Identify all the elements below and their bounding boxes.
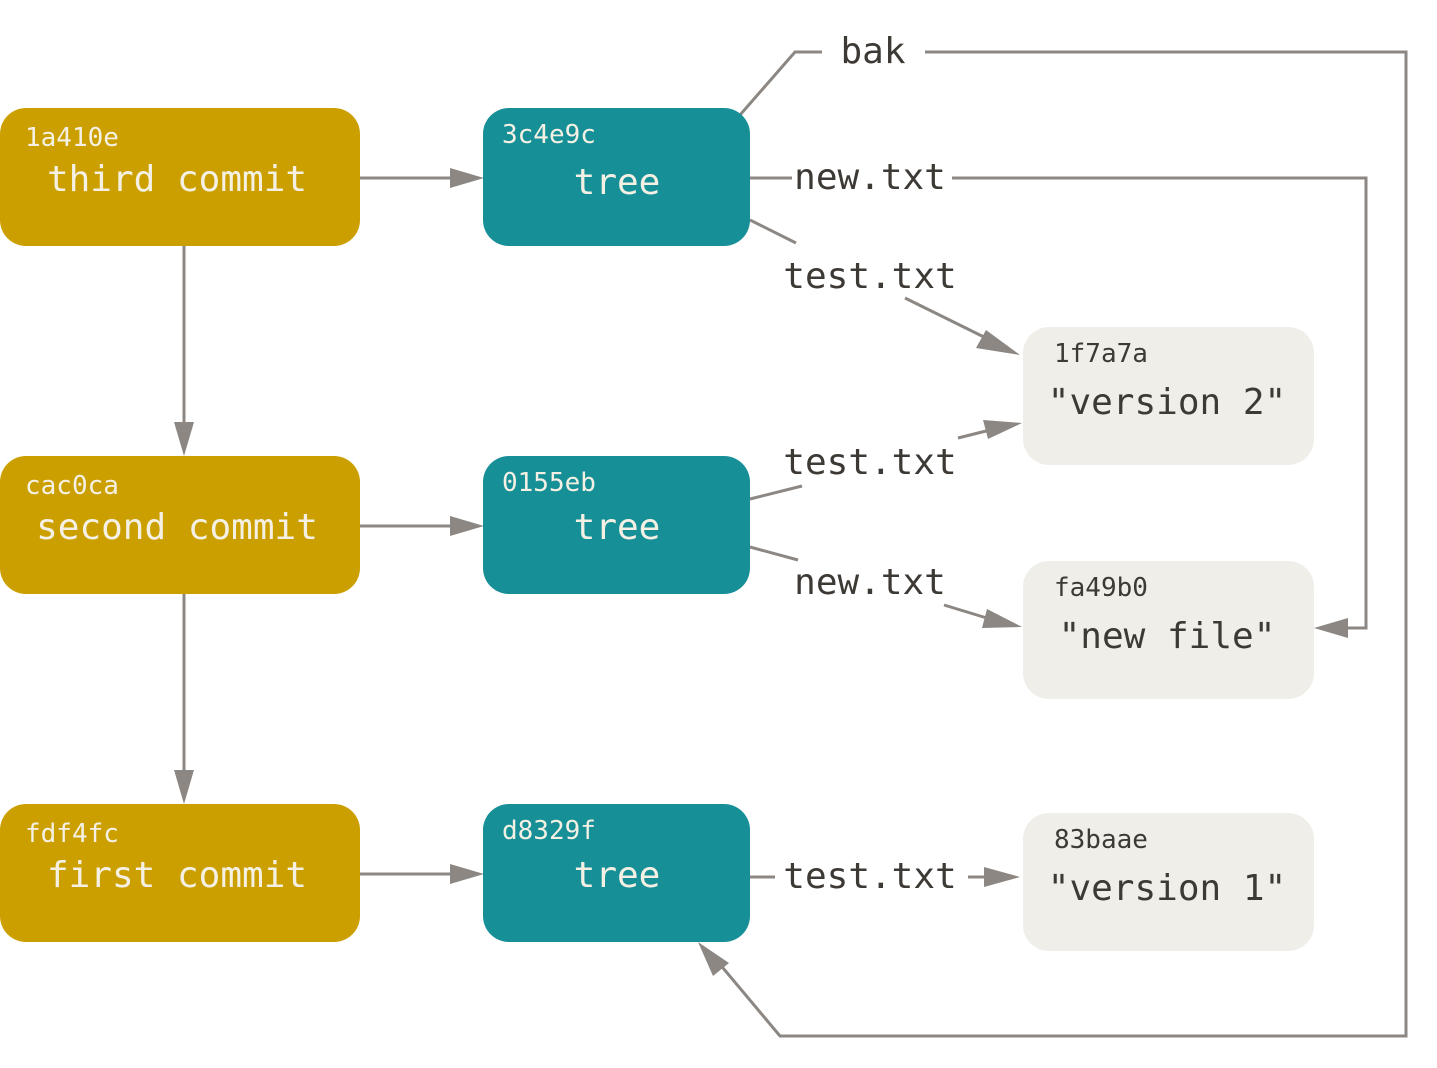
bak-arrow: [698, 942, 729, 976]
tree2-new-link-start: [749, 545, 799, 562]
blob-sha: 1f7a7a: [1054, 339, 1148, 369]
blob-node-1f7a7a: 1f7a7a "version 2": [1023, 327, 1314, 465]
tree1-new-link-route: [952, 176, 1368, 630]
blob-box: [1023, 813, 1314, 951]
commit-box: [0, 804, 360, 942]
parent-arrow-second-to-first: [174, 770, 194, 804]
blob-box: [1023, 561, 1314, 699]
commit-tree-arrow-2: [450, 516, 484, 536]
tree-sha: 0155eb: [502, 468, 596, 498]
blob-content: "version 1": [1048, 868, 1286, 909]
commit-node-first: fdf4fc first commit: [0, 804, 360, 942]
commit-message: third commit: [47, 159, 307, 200]
tree2-test-link-start: [749, 484, 803, 501]
edge-label-tree2-test: test.txt: [783, 442, 956, 483]
commit-node-second: cac0ca second commit: [0, 456, 360, 594]
blob-node-83baae: 83baae "version 1": [1023, 813, 1314, 951]
edge-label-tree2-new: new.txt: [794, 562, 946, 603]
tree-label: tree: [574, 162, 661, 203]
blob-box: [1023, 327, 1314, 465]
commit-tree-arrow-1: [450, 168, 484, 188]
edge-label-tree1-test: test.txt: [783, 256, 956, 297]
commit-sha: fdf4fc: [25, 819, 119, 849]
edge-label-tree1-new: new.txt: [794, 157, 946, 198]
tree2-test-link-end: [957, 428, 991, 440]
tree2-test-arrow: [983, 420, 1022, 439]
tree1-new-arrow: [1314, 618, 1348, 638]
tree-node-1: 3c4e9c tree: [483, 108, 750, 246]
commit-message: second commit: [36, 507, 318, 548]
tree-box: [483, 456, 750, 594]
edge-labels: bak new.txt test.txt test.txt new.txt te…: [783, 31, 956, 897]
blob-content: "version 2": [1048, 382, 1286, 423]
tree1-test-arrow: [976, 330, 1020, 355]
tree-label: tree: [574, 855, 661, 896]
commit-tree-arrow-3: [450, 864, 484, 884]
parent-arrow-third-to-second: [174, 422, 194, 456]
edge-label-tree3-test: test.txt: [783, 856, 956, 897]
tree-sha: d8329f: [502, 816, 596, 846]
tree-box: [483, 108, 750, 246]
tree-label: tree: [574, 507, 661, 548]
edge-label-bak: bak: [840, 31, 905, 72]
bak-link-route: [716, 50, 1408, 1038]
tree-sha: 3c4e9c: [502, 120, 596, 150]
tree1-test-link-end: [904, 296, 991, 342]
tree-box: [483, 804, 750, 942]
commit-node-third: 1a410e third commit: [0, 108, 360, 246]
commit-box: [0, 108, 360, 246]
tree-node-2: 0155eb tree: [483, 456, 750, 594]
connectors: [174, 50, 1408, 1038]
commit-sha: cac0ca: [25, 471, 119, 501]
blob-content: "new file": [1059, 616, 1276, 657]
tree-node-3: d8329f tree: [483, 804, 750, 942]
blob-node-fa49b0: fa49b0 "new file": [1023, 561, 1314, 699]
bak-link-start: [738, 50, 822, 116]
tree3-test-arrow: [984, 867, 1020, 887]
blob-sha: fa49b0: [1054, 573, 1148, 603]
blob-sha: 83baae: [1054, 825, 1148, 855]
tree2-new-link-end: [943, 603, 991, 621]
commit-box: [0, 456, 360, 594]
tree2-new-arrow: [982, 609, 1022, 628]
tree1-test-link-start: [749, 218, 797, 245]
commit-message: first commit: [47, 855, 307, 896]
commit-sha: 1a410e: [25, 123, 119, 153]
